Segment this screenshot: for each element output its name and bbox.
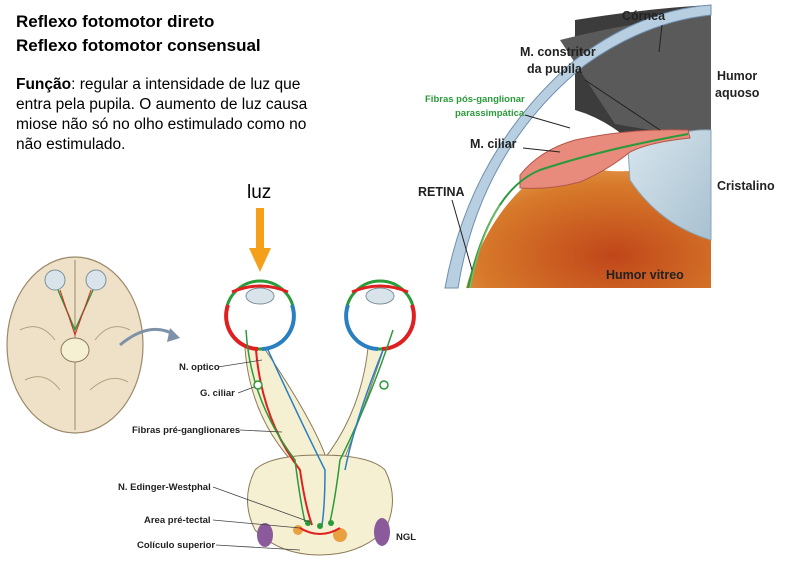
label-edinger-westphal: N. Edinger-Westphal	[118, 482, 211, 493]
label-coliculo-superior: Colículo superior	[137, 540, 215, 551]
eye-cross-section: Córnea M. constritor da pupila Fibras pó…	[418, 0, 775, 289]
right-eye	[344, 279, 416, 351]
label-humor-aquoso-1: Humor	[717, 69, 757, 83]
light-label: luz	[247, 182, 272, 203]
label-cornea: Córnea	[622, 9, 666, 23]
label-humor-vitreo: Humor vitreo	[606, 268, 684, 282]
light-arrow	[249, 208, 271, 272]
label-retina: RETINA	[418, 185, 465, 199]
label-constritor-2: da pupila	[527, 62, 583, 76]
brain-illustration	[6, 256, 180, 434]
function-body: : regular a intensidade de luz que entra…	[16, 76, 308, 153]
label-cristalino: Cristalino	[717, 179, 775, 193]
function-label: Função	[16, 76, 72, 93]
label-ngl: NGL	[396, 532, 416, 543]
left-eye	[224, 279, 296, 351]
label-area-pretectal: Area pré-tectal	[144, 515, 211, 526]
label-fibras-pos-1: Fibras pós-ganglionar	[425, 94, 525, 105]
title-line-2: Reflexo fotomotor consensual	[16, 36, 261, 55]
label-humor-aquoso-2: aquoso	[715, 86, 760, 100]
label-n-optico: N. optico	[179, 362, 220, 373]
label-fibras-pre: Fibras pré-ganglionares	[132, 425, 240, 436]
label-constritor-1: M. constritor	[520, 45, 596, 59]
label-ciliar: M. ciliar	[470, 137, 517, 151]
title-line-1: Reflexo fotomotor direto	[16, 12, 215, 31]
label-fibras-pos-2: parassimpática	[455, 108, 525, 119]
label-g-ciliar: G. ciliar	[200, 388, 235, 399]
reflex-pathway: N. optico G. ciliar Fibras pré-gangliona…	[118, 279, 416, 556]
function-description: Função: regular a intensidade de luz que…	[16, 75, 316, 155]
